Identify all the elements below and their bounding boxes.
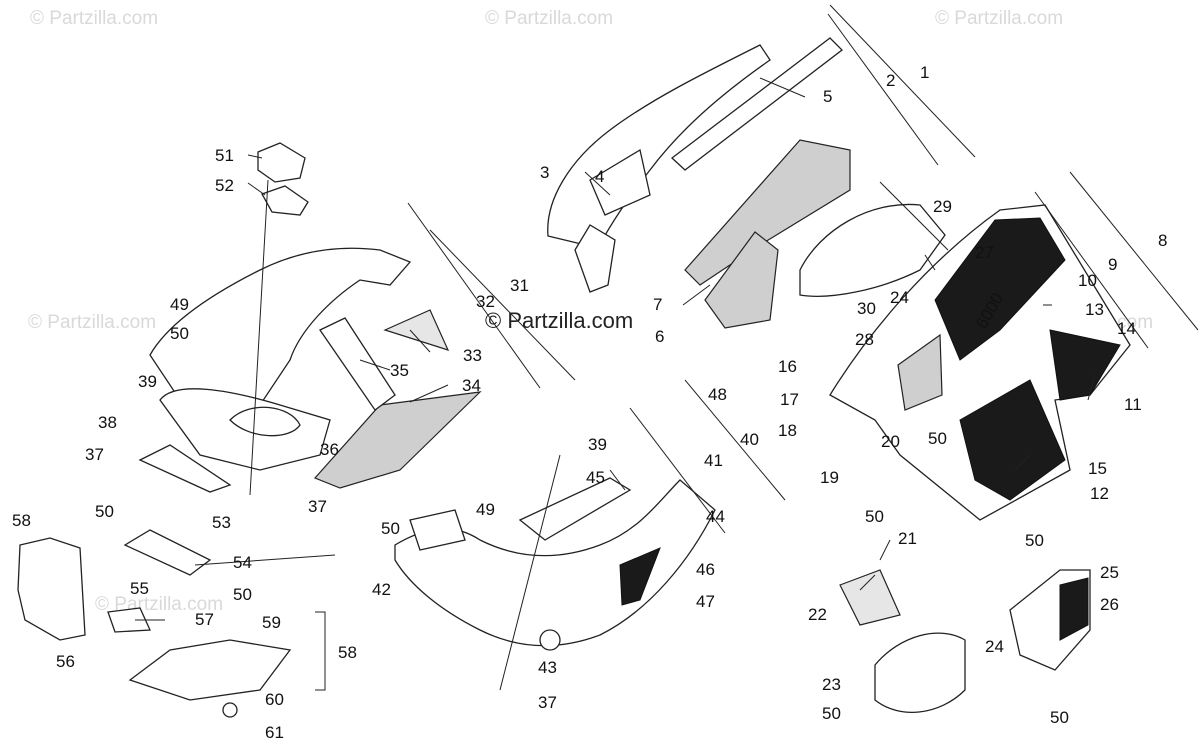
callout-4: 4 bbox=[595, 167, 604, 186]
callout-21: 21 bbox=[898, 529, 917, 548]
callout-26: 26 bbox=[1100, 595, 1119, 614]
callout-1: 1 bbox=[920, 63, 929, 82]
watermark: © Partzilla.com bbox=[485, 8, 613, 29]
callout-8: 8 bbox=[1158, 231, 1167, 250]
callout-58b: 58 bbox=[338, 643, 357, 662]
callout-22: 22 bbox=[808, 605, 827, 624]
callout-50c: 50 bbox=[233, 585, 252, 604]
callout-48: 48 bbox=[708, 385, 727, 404]
lower-right-parts bbox=[839, 569, 1091, 713]
callout-labels: 1 2 3 4 5 6 7 8 9 10 11 12 13 14 15 16 1… bbox=[12, 63, 1167, 742]
callout-36: 36 bbox=[320, 440, 339, 459]
callout-46: 46 bbox=[696, 560, 715, 579]
callout-38: 38 bbox=[98, 413, 117, 432]
hood-part bbox=[138, 247, 482, 493]
callout-7: 7 bbox=[653, 295, 662, 314]
callout-50b: 50 bbox=[95, 502, 114, 521]
callout-20: 20 bbox=[881, 432, 900, 451]
callout-52: 52 bbox=[215, 176, 234, 195]
callout-33: 33 bbox=[463, 346, 482, 365]
callout-18: 18 bbox=[778, 421, 797, 440]
callout-11: 11 bbox=[1124, 395, 1142, 414]
callout-56: 56 bbox=[56, 652, 75, 671]
callout-59: 59 bbox=[262, 613, 281, 632]
lower-left-parts bbox=[17, 529, 292, 718]
callout-53: 53 bbox=[212, 513, 231, 532]
callout-39: 39 bbox=[138, 372, 157, 391]
callout-14: 14 bbox=[1117, 319, 1136, 338]
callout-61: 61 bbox=[265, 723, 284, 742]
callout-54: 54 bbox=[233, 553, 252, 572]
callout-57: 57 bbox=[195, 610, 214, 629]
callout-50h: 50 bbox=[1025, 531, 1044, 550]
callout-42: 42 bbox=[372, 580, 391, 599]
callout-40: 40 bbox=[740, 430, 759, 449]
callout-35: 35 bbox=[390, 361, 409, 380]
callout-50i: 50 bbox=[1050, 708, 1069, 727]
callout-34: 34 bbox=[462, 376, 481, 395]
callout-47: 47 bbox=[696, 592, 715, 611]
callout-50g: 50 bbox=[822, 704, 841, 723]
callout-5: 5 bbox=[823, 87, 832, 106]
callout-3: 3 bbox=[540, 163, 549, 182]
callout-9: 9 bbox=[1108, 255, 1117, 274]
callout-58: 58 bbox=[12, 511, 31, 530]
callout-2: 2 bbox=[886, 71, 895, 90]
callout-50d: 50 bbox=[381, 519, 400, 538]
callout-15: 15 bbox=[1088, 459, 1107, 478]
callout-44: 44 bbox=[706, 507, 725, 526]
callout-23: 23 bbox=[822, 675, 841, 694]
callout-32: 32 bbox=[476, 292, 495, 311]
leader-lines bbox=[135, 77, 1096, 691]
callout-45: 45 bbox=[586, 468, 605, 487]
callout-39b: 39 bbox=[588, 435, 607, 454]
callout-19: 19 bbox=[820, 468, 839, 487]
callout-17: 17 bbox=[780, 390, 799, 409]
callout-24b: 24 bbox=[985, 637, 1004, 656]
callout-12: 12 bbox=[1090, 484, 1109, 503]
windshield-part bbox=[547, 37, 843, 293]
callout-41: 41 bbox=[704, 451, 723, 470]
callout-6: 6 bbox=[655, 327, 664, 346]
callout-29: 29 bbox=[933, 197, 952, 216]
watermark: © Partzilla.com bbox=[935, 8, 1063, 29]
callout-24: 24 bbox=[890, 288, 909, 307]
center-watermark: © Partzilla.com bbox=[485, 308, 633, 333]
foam-pad-parts bbox=[684, 139, 851, 329]
vent-part bbox=[799, 203, 946, 297]
callout-50f: 50 bbox=[865, 507, 884, 526]
callout-28: 28 bbox=[855, 330, 874, 349]
callout-16: 16 bbox=[778, 357, 797, 376]
callout-55: 55 bbox=[130, 579, 149, 598]
callout-31: 31 bbox=[510, 276, 529, 295]
gasket-parts bbox=[257, 142, 309, 216]
belly-pan-part bbox=[394, 477, 716, 651]
callout-30: 30 bbox=[857, 299, 876, 318]
callout-10: 10 bbox=[1078, 271, 1097, 290]
callout-50: 50 bbox=[170, 324, 189, 343]
callout-37b: 37 bbox=[308, 497, 327, 516]
callout-51: 51 bbox=[215, 146, 234, 165]
group-brackets bbox=[315, 4, 1199, 691]
callout-49: 49 bbox=[170, 295, 189, 314]
callout-60: 60 bbox=[265, 690, 284, 709]
callout-25: 25 bbox=[1100, 563, 1119, 582]
callout-37: 37 bbox=[85, 445, 104, 464]
callout-50e: 50 bbox=[928, 429, 947, 448]
callout-27: 27 bbox=[975, 243, 994, 262]
callout-43: 43 bbox=[538, 658, 557, 677]
callout-37c: 37 bbox=[538, 693, 557, 712]
side-panel-part: 6000 bbox=[829, 204, 1131, 521]
callout-49b: 49 bbox=[476, 500, 495, 519]
callout-13: 13 bbox=[1085, 300, 1104, 319]
watermark: © Partzilla.com bbox=[28, 312, 156, 333]
watermark: © Partzilla.com bbox=[30, 8, 158, 29]
